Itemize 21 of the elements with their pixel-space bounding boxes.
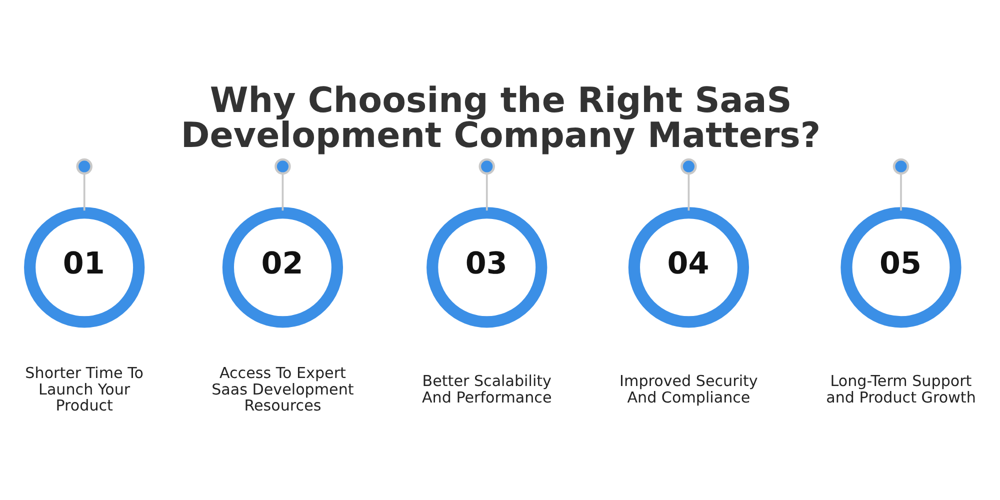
connector <box>687 173 690 211</box>
node-label: Access To Expert Saas Development Resources <box>211 364 354 415</box>
connector <box>485 173 488 211</box>
node-label: Long-Term Support and Product Growth <box>826 372 976 406</box>
connector <box>82 173 85 211</box>
node-label: Shorter Time To Launch Your Product <box>24 364 144 415</box>
node-circle: 05 <box>840 207 961 328</box>
connector <box>281 173 284 211</box>
node-circle <box>680 158 696 175</box>
node-circle <box>892 158 909 175</box>
node-circle <box>76 158 92 175</box>
node-circle: 02 <box>222 207 343 328</box>
connector <box>900 173 902 211</box>
node-label: Better Scalability And Performance <box>421 372 552 406</box>
diagram-title: Why Choosing the Right SaaS Development Company Matters? <box>180 80 820 156</box>
node-circle: 03 <box>426 207 547 328</box>
node-circle: 04 <box>628 207 749 328</box>
node-circle: 01 <box>24 207 144 328</box>
node-circle <box>274 158 290 175</box>
node-label: Improved Security And Compliance <box>619 372 758 406</box>
node-circle <box>478 158 494 175</box>
